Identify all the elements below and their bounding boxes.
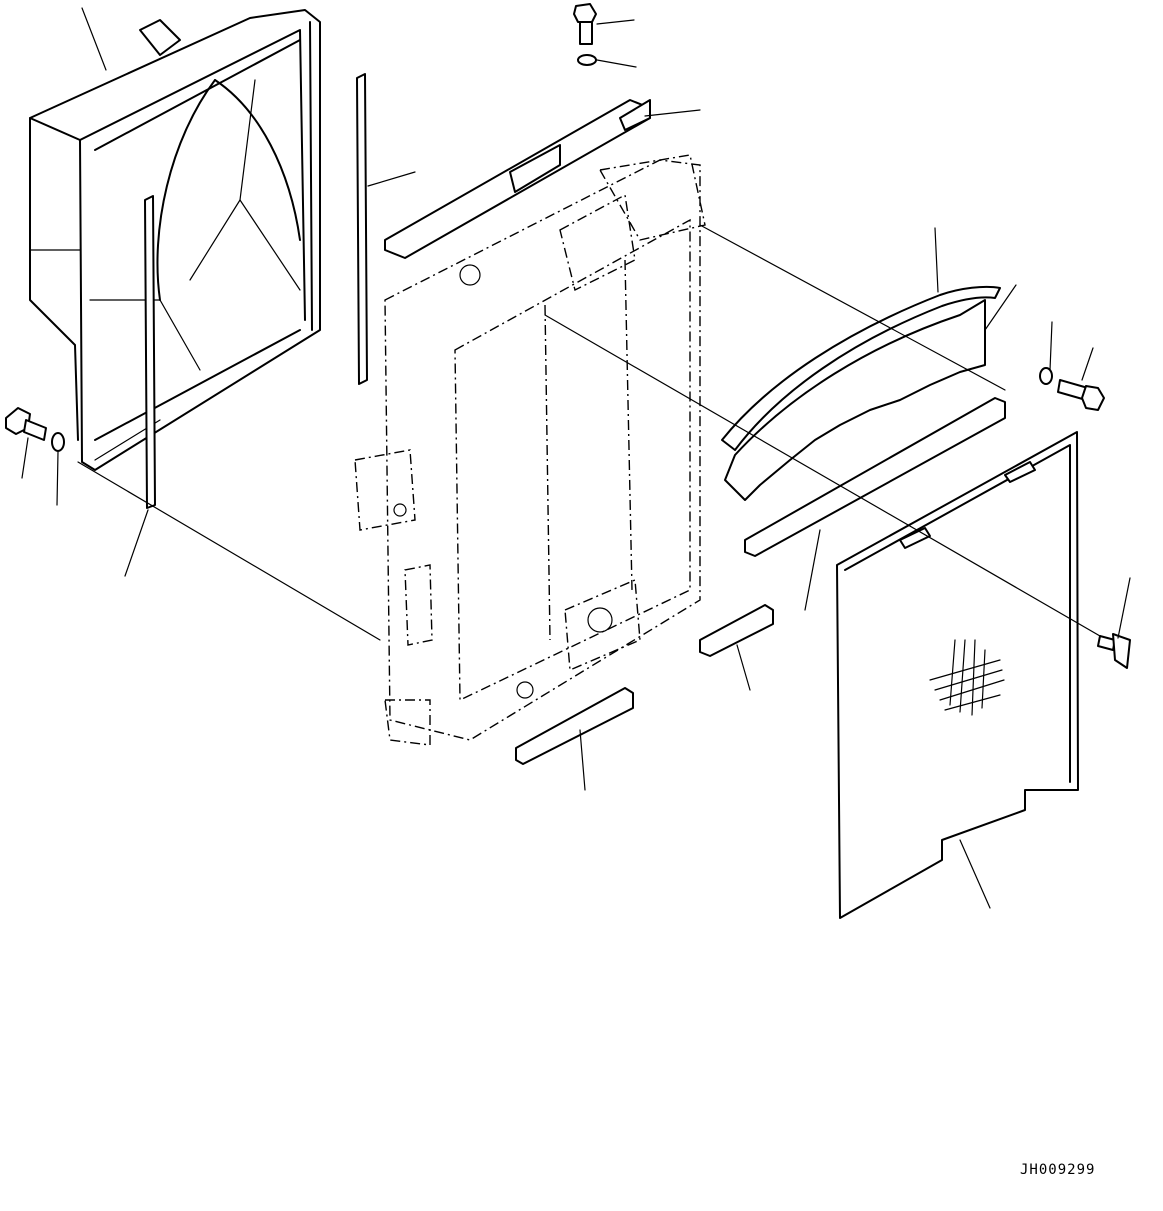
bolt-top [573, 3, 597, 45]
washer-right [1039, 367, 1053, 385]
document-code: JH009299 [1020, 1162, 1096, 1178]
foam-strip-long [744, 397, 1006, 557]
foam-strip-bottom [515, 687, 634, 765]
curved-seal [721, 285, 1001, 451]
bolt-left [5, 407, 47, 441]
radiator-core [354, 154, 706, 746]
leader-lines [21, 7, 1131, 909]
bolt-right [1057, 379, 1105, 411]
washer-top [577, 54, 597, 66]
baffle-plate [724, 299, 986, 501]
foam-strip-mid [699, 604, 774, 657]
top-bracket [384, 99, 651, 259]
wing-bolt [1097, 633, 1131, 669]
vertical-seal-left [144, 195, 156, 509]
vertical-seal-right [356, 73, 368, 385]
fan-shroud [29, 9, 321, 471]
washer-left [51, 432, 65, 452]
